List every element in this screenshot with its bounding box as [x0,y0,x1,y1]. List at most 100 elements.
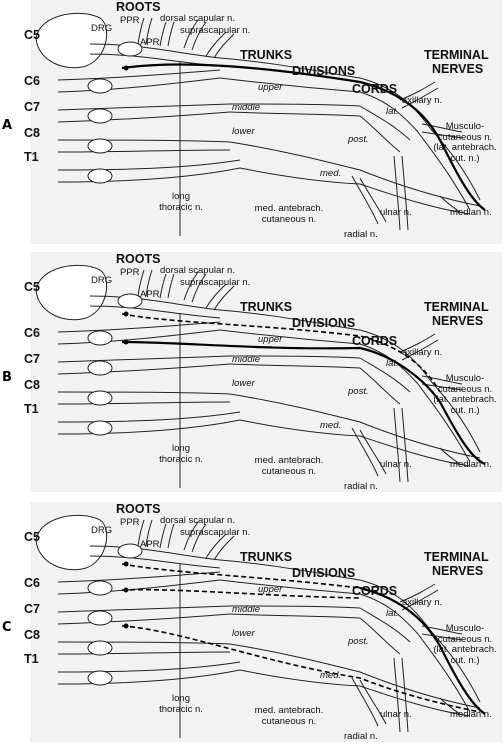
long-thoracic-line-1: long [172,693,190,704]
pathway-dashed-line [121,563,481,713]
musculocutaneous-line-3: (lat. antebrach. [433,394,497,405]
terminal-heading-1: TERMINAL [424,550,489,564]
ppr-label: PPR [120,15,140,26]
long-thoracic-label: long thoracic n. [154,693,208,715]
posterior-cord-label: post. [348,636,369,647]
med-antebrach-label: med. antebrach. cutaneous n. [244,203,334,225]
root-tubes [57,295,241,435]
lesion-marker-2 [123,587,129,593]
cords-heading: CORDS [352,82,398,96]
roots-heading: ROOTS [116,0,161,14]
upper-trunk-label: upper [258,334,283,345]
panel-letter: B [2,370,12,385]
med-antebrach-line-1: med. antebrach. [254,455,324,466]
radial-label: radial n. [344,229,378,240]
divisions-heading: DIVISIONS [292,566,356,580]
middle-trunk-label: middle [232,604,260,615]
trunk-tubes [219,559,361,687]
suprascapular-label: suprascapular n. [180,25,251,36]
trunks-heading: TRUNKS [240,48,293,62]
brachial-plexus-drawing [35,264,486,488]
drg-label: DRG [91,275,113,286]
ulnar-label: ulnar n. [380,459,412,470]
panel-letter: A [2,118,13,133]
drg-label: DRG [91,23,113,34]
musculocutaneous-line-2: cutaneous n. [437,131,493,143]
trunks-heading: TRUNKS [240,300,293,314]
trunk-tubes [219,57,361,185]
lesion-marker-2 [123,339,129,345]
pathway-dashed-line [121,313,441,393]
medial-cord-label: med. [320,670,342,681]
musculocutaneous-line-4: cut. n.) [450,152,480,164]
axillary-label: axillary n. [402,347,443,358]
middle-trunk-label: middle [232,102,260,113]
drg-ganglia [87,293,143,436]
divisions-heading: DIVISIONS [292,64,356,78]
ppr-label: PPR [120,267,140,278]
musculocutaneous-line-1: Musculo- [445,623,485,634]
terminal-heading-1: TERMINAL [424,48,489,62]
cord-tubes [359,579,481,717]
medial-cord-label: med. [320,168,342,179]
proximal-branches [137,519,235,561]
upper-trunk-label: upper [258,82,283,93]
long-thoracic-line-1: long [172,443,190,454]
plexus-panel-c: C ROOTS DRG PPR APR dorsal scapular n. s… [2,502,502,742]
root-t1-label: T1 [24,150,39,164]
root-c8-label: C8 [24,126,40,140]
drg-ganglia [87,543,143,686]
trunks-heading: TRUNKS [240,550,293,564]
cords-heading: CORDS [352,334,398,348]
radial-label: radial n. [344,481,378,492]
spinal-cord-outline [35,514,108,571]
terminal-branches [351,81,463,231]
musculocutaneous-line-2: cutaneous n. [437,633,493,645]
musculocutaneous-label: Musculo- cutaneous n. (lat. antebrach. c… [428,373,502,416]
pathway-line [359,586,486,715]
root-c5-label: C5 [24,28,40,42]
median-label: median n. [450,709,492,720]
lesion-marker-3 [123,623,129,629]
long-thoracic-line-2: thoracic n. [159,453,203,465]
root-c7-label: C7 [24,100,40,114]
cord-tubes [359,77,481,215]
brachial-plexus-drawing [35,514,486,738]
ppr-label: PPR [120,517,140,528]
root-c8-label: C8 [24,628,40,642]
radial-label: radial n. [344,731,378,742]
apr-label: APR [140,37,160,48]
musculocutaneous-line-4: cut. n.) [450,654,480,666]
terminal-heading-2: NERVES [432,564,484,578]
med-antebrach-line-2: cutaneous n. [261,213,317,225]
divisions-heading: DIVISIONS [292,316,356,330]
median-label: median n. [450,459,492,470]
pathway-line [121,63,486,211]
terminal-heading-2: NERVES [432,62,484,76]
long-thoracic-line-2: thoracic n. [159,703,203,715]
posterior-cord-label: post. [348,386,369,397]
med-antebrach-line-2: cutaneous n. [261,715,317,727]
lesion-marker [123,311,129,317]
long-thoracic-label: long thoracic n. [154,443,208,465]
musculocutaneous-line-3: (lat. antebrach. [433,142,497,153]
root-c5-label: C5 [24,530,40,544]
middle-trunk-label: middle [232,354,260,365]
root-c6-label: C6 [24,326,40,340]
lateral-cord-label: lat. [386,106,399,117]
long-thoracic-line-1: long [172,191,190,202]
suprascapular-label: suprascapular n. [180,277,251,288]
posterior-cord-label: post. [348,134,369,145]
root-c8-label: C8 [24,378,40,392]
med-antebrach-label: med. antebrach. cutaneous n. [244,705,334,727]
long-thoracic-line-2: thoracic n. [159,201,203,213]
spinal-cord-outline [35,12,108,69]
ulnar-label: ulnar n. [380,709,412,720]
root-tubes [57,43,241,183]
musculocutaneous-line-3: (lat. antebrach. [433,644,497,655]
suprascapular-label: suprascapular n. [180,527,251,538]
med-antebrach-line-1: med. antebrach. [254,705,324,716]
musculocutaneous-line-1: Musculo- [445,373,485,384]
med-antebrach-line-1: med. antebrach. [254,203,324,214]
musculocutaneous-line-1: Musculo- [445,121,485,132]
